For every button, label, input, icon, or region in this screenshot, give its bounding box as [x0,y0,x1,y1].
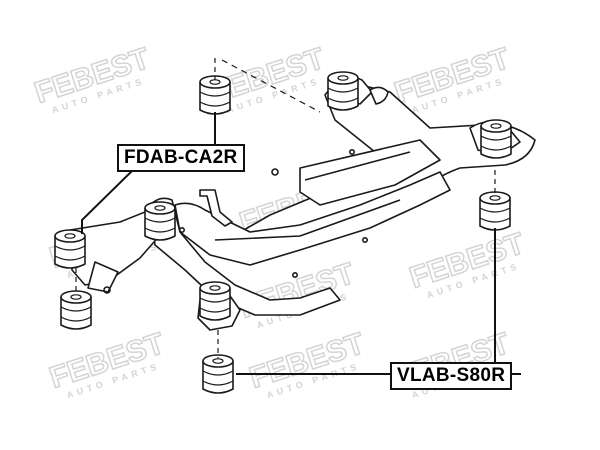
part-number-label-b: VLAB-S80R [390,362,513,390]
bushing-bottom [202,330,234,394]
bushing-left [60,268,92,330]
rear-subframe [54,71,536,331]
bushing-right [479,170,511,231]
bushing-top [199,58,321,115]
leader-a-left [81,169,134,234]
part-number-label-a: FDAB-CA2R [117,144,245,172]
